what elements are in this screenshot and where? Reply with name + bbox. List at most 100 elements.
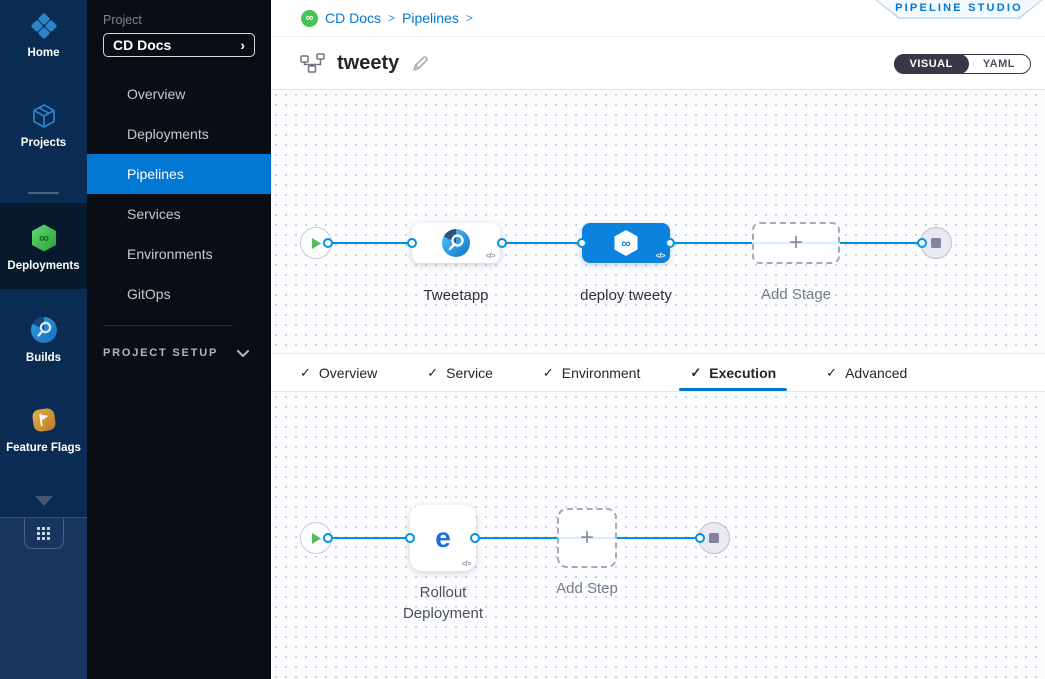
rail-item-builds[interactable]: Builds [0, 315, 87, 364]
check-icon: ✓ [826, 364, 838, 380]
stage-node-deploy-tweety[interactable]: ∞ </> [582, 223, 670, 263]
tab-environment[interactable]: ✓ Environment [540, 354, 644, 391]
connector-port[interactable] [497, 238, 507, 248]
svg-text:∞: ∞ [621, 236, 630, 251]
stage-config-tabs: ✓ Overview ✓ Service ✓ Environment ✓ Exe… [271, 353, 1045, 392]
deployments-icon: ∞ [31, 224, 56, 252]
tab-advanced[interactable]: ✓ Advanced [823, 354, 910, 391]
breadcrumb-separator: > [465, 11, 473, 25]
connector-port[interactable] [665, 238, 675, 248]
step-label-line2: Deployment [402, 605, 484, 622]
pipeline-studio-badge-label: PIPELINE STUDIO [877, 0, 1041, 18]
rail-item-label: Home [27, 47, 60, 59]
tab-label: Advanced [845, 364, 908, 381]
check-icon: ✓ [690, 364, 702, 380]
execution-canvas[interactable]: e </> + Rollout Deployment Add Step [271, 392, 1045, 679]
toggle-yaml-button[interactable]: YAML [982, 58, 1015, 70]
rail-divider [28, 192, 59, 194]
sidebar-item-environments[interactable]: Environments [127, 246, 213, 262]
chevron-right-icon: › [240, 37, 245, 53]
breadcrumb-separator: > [388, 11, 396, 25]
cd-module-icon: ∞ [301, 9, 318, 27]
project-sidebar: Project CD Docs › Overview Deployments P… [87, 0, 271, 679]
rail-dock [0, 517, 87, 679]
toggle-visual-button[interactable]: VISUAL [893, 54, 969, 74]
connector-port[interactable] [470, 533, 480, 543]
stop-icon [709, 533, 719, 543]
connector-port[interactable] [577, 238, 587, 248]
step-label-line1: Rollout [419, 584, 467, 601]
project-selector-value: CD Docs [113, 37, 172, 53]
add-step-button[interactable]: + [557, 508, 617, 568]
rail-more-chevron-down-icon[interactable] [34, 496, 53, 506]
rollout-deployment-icon: e [435, 522, 451, 553]
yaml-code-marker: </> [655, 251, 666, 260]
tab-execution[interactable]: ✓ Execution [679, 354, 787, 391]
module-rail: Home Projects ∞ Deployments [0, 0, 87, 679]
sidebar-item-pipelines[interactable]: Pipelines [87, 154, 271, 194]
rail-item-label: Builds [25, 352, 62, 364]
deploy-stage-icon: ∞ [614, 230, 638, 256]
edit-pencil-icon[interactable] [411, 54, 430, 73]
add-stage-button[interactable]: + [752, 222, 840, 264]
home-icon [30, 13, 57, 39]
connector-port[interactable] [407, 238, 417, 248]
plus-icon: + [579, 524, 594, 551]
breadcrumb: ∞ CD Docs > Pipelines > PIPELINE STUDIO [271, 0, 1045, 37]
stage-label-tweetapp: Tweetapp [423, 287, 489, 304]
stage-node-tweetapp[interactable]: </> [412, 223, 500, 263]
tab-service[interactable]: ✓ Service [424, 354, 496, 391]
build-stage-icon [442, 229, 470, 257]
rail-item-home[interactable]: Home [0, 12, 87, 59]
module-grid-button[interactable] [23, 518, 64, 549]
sidebar-item-overview[interactable]: Overview [127, 86, 186, 102]
play-icon [312, 532, 321, 544]
stage-label-deploy-tweety: deploy tweety [580, 287, 672, 304]
svg-text:∞: ∞ [39, 230, 49, 246]
chevron-down-icon [237, 349, 249, 357]
tab-overview[interactable]: ✓ Overview [297, 354, 380, 391]
sidebar-item-services[interactable]: Services [127, 206, 181, 222]
connector-port[interactable] [695, 533, 705, 543]
plus-icon: + [788, 229, 803, 256]
check-icon: ✓ [300, 364, 311, 380]
add-stage-label: Add Stage [760, 286, 832, 303]
project-selector[interactable]: CD Docs › [103, 33, 255, 57]
sidebar-item-deployments[interactable]: Deployments [127, 126, 209, 142]
tab-label: Environment [561, 364, 641, 381]
check-icon: ✓ [542, 364, 554, 380]
sidebar-divider [103, 325, 233, 326]
add-step-label: Add Step [556, 580, 618, 597]
step-node-rollout-deployment[interactable]: e </> [410, 505, 476, 571]
stop-icon [931, 238, 941, 248]
check-icon: ✓ [427, 364, 439, 380]
stage-canvas[interactable]: </> ∞ </> + Tweetapp deploy [271, 90, 1045, 353]
breadcrumb-pipelines-link[interactable]: Pipelines [402, 10, 459, 26]
breadcrumb-project-link[interactable]: CD Docs [325, 10, 382, 26]
feature-flags-icon [31, 408, 56, 432]
sidebar-item-gitops[interactable]: GitOps [127, 286, 171, 302]
projects-icon [32, 104, 55, 128]
pipeline-icon [300, 52, 325, 73]
main-content: ∞ CD Docs > Pipelines > PIPELINE STUDIO … [271, 0, 1045, 679]
grid-icon [37, 526, 50, 540]
rail-item-deployments[interactable]: ∞ Deployments [0, 203, 87, 289]
pipeline-title: tweety [337, 51, 400, 74]
tab-label: Overview [318, 364, 378, 381]
rail-item-feature-flags[interactable]: Feature Flags [0, 405, 87, 454]
tab-label: Execution [709, 364, 777, 381]
execution-start-node[interactable] [300, 522, 332, 554]
connector-port[interactable] [405, 533, 415, 543]
view-toggle: VISUAL YAML [893, 54, 1031, 74]
rail-item-projects[interactable]: Projects [0, 102, 87, 149]
connector-port[interactable] [323, 238, 333, 248]
project-setup-label: PROJECT SETUP [103, 347, 219, 359]
connector-port[interactable] [917, 238, 927, 248]
connector-port[interactable] [323, 533, 333, 543]
project-setup-toggle[interactable]: PROJECT SETUP [103, 347, 249, 359]
project-section-label: Project [103, 13, 142, 27]
yaml-code-marker: </> [461, 559, 472, 568]
tab-label: Service [446, 364, 493, 381]
rail-item-label: Projects [20, 137, 67, 149]
svg-text:e: e [435, 522, 451, 553]
